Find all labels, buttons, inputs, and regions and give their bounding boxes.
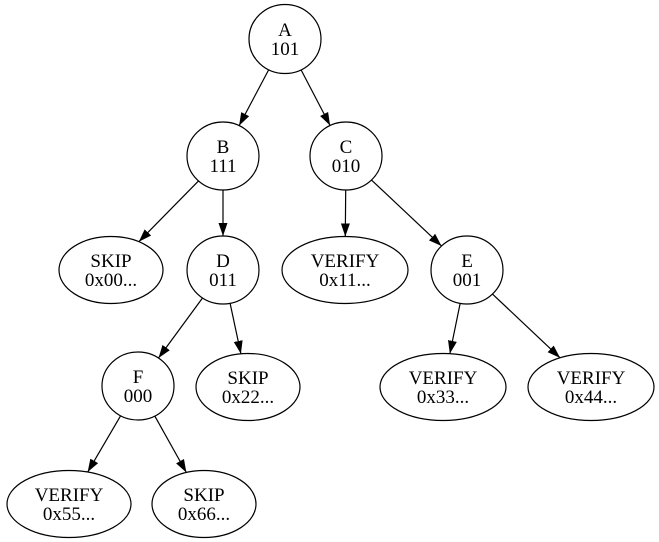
tree-node-skip-0x66: SKIP0x66... xyxy=(151,469,257,539)
node-sublabel: 011 xyxy=(209,270,237,291)
node-label: VERIFY xyxy=(409,368,478,389)
node-sublabel: 0x55... xyxy=(43,504,95,525)
node-label: VERIFY xyxy=(311,251,380,272)
node-label: SKIP xyxy=(90,251,131,272)
edge-d-skip-0x22 xyxy=(229,303,243,354)
node-sublabel: 0x22... xyxy=(222,387,274,408)
tree-node-skip-0x00: SKIP0x00... xyxy=(58,235,164,305)
node-sublabel: 0x00... xyxy=(85,270,137,291)
node-label: SKIP xyxy=(227,368,268,389)
node-sublabel: 010 xyxy=(332,156,361,177)
node-label: SKIP xyxy=(183,485,224,506)
node-sublabel: 111 xyxy=(209,156,236,177)
node-circle-f xyxy=(101,351,175,421)
tree-node-verify-0x44: VERIFY0x44... xyxy=(527,352,655,422)
node-ellipse-verify-0x11 xyxy=(281,235,409,305)
node-sublabel: 000 xyxy=(124,386,153,407)
tree-node-skip-0x22: SKIP0x22... xyxy=(195,352,301,422)
node-label: E xyxy=(461,251,473,272)
tree-node-verify-0x33: VERIFY0x33... xyxy=(379,352,507,422)
node-ellipse-skip-0x66 xyxy=(151,469,257,539)
node-sublabel: 101 xyxy=(271,39,300,60)
node-label: VERIFY xyxy=(557,368,626,389)
edge-d-f xyxy=(158,297,203,359)
edge-b-skip-0x00 xyxy=(138,180,199,243)
node-ellipse-verify-0x33 xyxy=(379,352,507,422)
node-circle-b xyxy=(186,121,260,191)
edge-c-e xyxy=(371,179,442,247)
node-ellipse-verify-0x44 xyxy=(527,352,655,422)
node-sublabel: 0x66... xyxy=(178,504,230,525)
node-label: F xyxy=(133,367,144,388)
node-label: B xyxy=(217,137,230,158)
node-ellipse-verify-0x55 xyxy=(6,469,132,539)
edge-f-verify-0x55 xyxy=(87,415,122,473)
node-label: C xyxy=(340,137,353,158)
node-circle-c xyxy=(309,121,383,191)
node-sublabel: 0x33... xyxy=(417,387,469,408)
node-sublabel: 0x44... xyxy=(565,387,617,408)
node-sublabel: 001 xyxy=(453,270,482,291)
tree-node-verify-0x11: VERIFY0x11... xyxy=(281,235,409,305)
edge-e-verify-0x44 xyxy=(492,293,561,359)
node-circle-e xyxy=(430,235,504,305)
node-sublabel: 0x11... xyxy=(319,270,371,291)
edge-a-b xyxy=(238,69,270,126)
node-circle-d xyxy=(186,235,260,305)
tree-node-verify-0x55: VERIFY0x55... xyxy=(6,469,132,539)
node-label: VERIFY xyxy=(35,485,104,506)
node-ellipse-skip-0x22 xyxy=(195,352,301,422)
edge-f-skip-0x66 xyxy=(154,415,187,473)
node-label: D xyxy=(216,251,230,272)
node-ellipse-skip-0x00 xyxy=(58,235,164,305)
edge-e-verify-0x33 xyxy=(448,303,461,354)
node-circle-a xyxy=(248,3,322,75)
edge-a-c xyxy=(300,69,331,126)
node-label: A xyxy=(278,20,292,41)
